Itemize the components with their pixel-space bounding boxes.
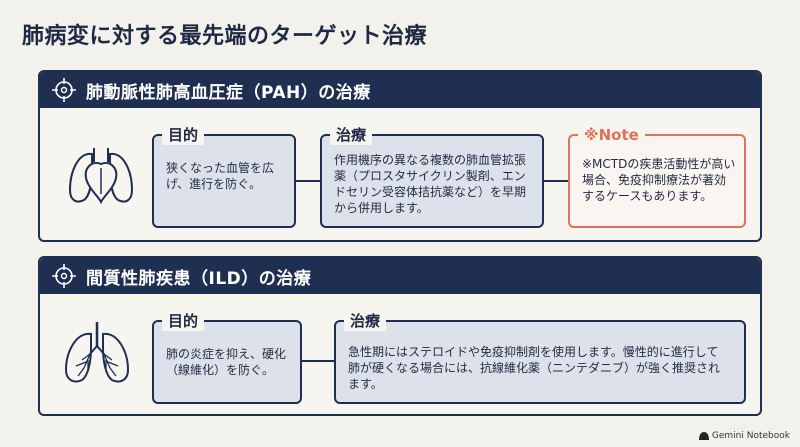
box-label-purpose: 目的 <box>162 311 205 331</box>
box-text-treatment: 作用機序の異なる複数の肺血管拡張薬（プロスタサイクリン製剤、エンドセリン受容体拮… <box>334 153 527 215</box>
box-label-purpose: 目的 <box>162 125 205 145</box>
page-title: 肺病変に対する最先端のターゲット治療 <box>22 24 428 49</box>
lungs-icon <box>64 322 130 383</box>
section-header: 間質性肺疾患（ILD）の治療 <box>40 258 760 294</box>
heart-lungs-icon <box>68 148 134 205</box>
purpose-box: 目的 肺の炎症を抑え、硬化（線維化）を防ぐ。 <box>152 311 302 404</box>
purpose-box: 目的 狭くなった血管を広げ、進行を防ぐ。 <box>152 125 296 228</box>
box-text-treatment: 急性期にはステロイドや免疫抑制剤を使用します。慢性的に進行して肺が硬くなる場合に… <box>348 345 721 391</box>
connector <box>302 360 334 362</box>
box-text-note: ※MCTDの疾患活動性が高い場合、免疫抑制療法が著効するケースもあります。 <box>582 157 736 203</box>
section-ild: 間質性肺疾患（ILD）の治療 目的 肺の炎症を抑え、硬化（線維化）を防ぐ。 治療… <box>38 256 762 416</box>
box-text-purpose: 肺の炎症を抑え、硬化（線維化）を防ぐ。 <box>166 347 287 377</box>
treatment-box: 治療 作用機序の異なる複数の肺血管拡張薬（プロスタサイクリン製剤、エンドセリン受… <box>320 125 544 228</box>
connector <box>296 180 320 182</box>
target-icon <box>52 264 76 288</box>
box-label-note: ※Note <box>578 125 645 145</box>
connector <box>544 180 568 182</box>
treatment-box: 治療 急性期にはステロイドや免疫抑制剤を使用します。慢性的に進行して肺が硬くなる… <box>334 311 746 404</box>
box-text-purpose: 狭くなった血管を広げ、進行を防ぐ。 <box>166 161 275 191</box>
box-label-treatment: 治療 <box>344 311 387 331</box>
section-header: 肺動脈性肺高血圧症（PAH）の治療 <box>40 72 760 108</box>
notebook-logo-icon <box>698 432 709 440</box>
target-icon <box>52 78 76 102</box>
section-title: 間質性肺疾患（ILD）の治療 <box>86 268 312 289</box>
note-box: ※Note ※MCTDの疾患活動性が高い場合、免疫抑制療法が著効するケースもあり… <box>568 125 746 228</box>
footer-brand-text: Gemini Notebook <box>711 431 790 441</box>
section-pah: 肺動脈性肺高血圧症（PAH）の治療 目的 狭くなった血管を広げ、進行を防ぐ。 治… <box>38 70 762 242</box>
box-label-treatment: 治療 <box>330 125 373 145</box>
footer-brand: Gemini Notebook <box>698 431 790 441</box>
section-title: 肺動脈性肺高血圧症（PAH）の治療 <box>86 82 371 103</box>
